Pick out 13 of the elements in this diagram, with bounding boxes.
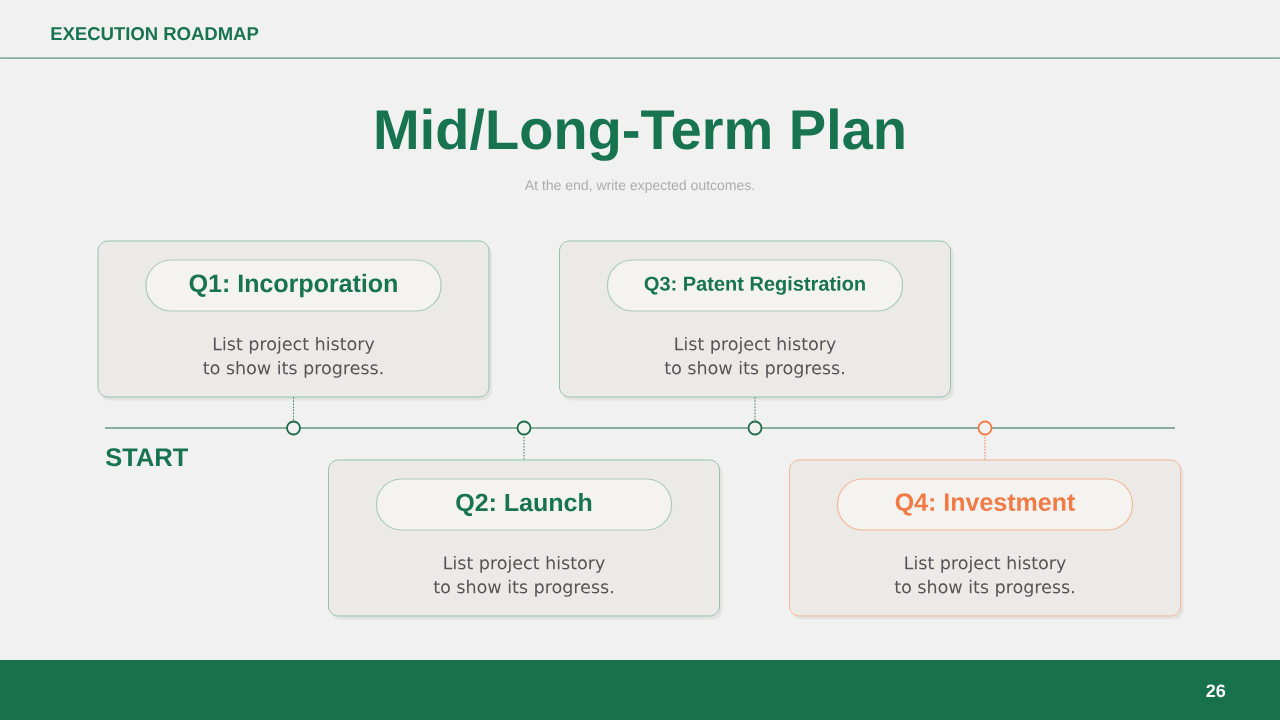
- connector-line: [754, 397, 756, 422]
- subtitle: At the end, write expected outcomes.: [524, 179, 754, 193]
- heading-pill: Q3: Patent Registration: [606, 259, 904, 312]
- slide-title: Mid/Long-Term Plan: [376, 108, 904, 161]
- connector-line: [293, 397, 294, 422]
- heading-pill: Q1: Incorporation: [145, 259, 442, 312]
- start-label: START: [105, 448, 189, 467]
- header-text: EXECUTION ROADMAP: [51, 27, 259, 41]
- connector-line: [984, 434, 986, 460]
- heading-pill: Q2: Launch: [375, 478, 673, 531]
- heading-pill: Q4: Investment: [836, 478, 1134, 531]
- connector-line: [523, 434, 525, 460]
- page-number: 26: [1206, 684, 1226, 698]
